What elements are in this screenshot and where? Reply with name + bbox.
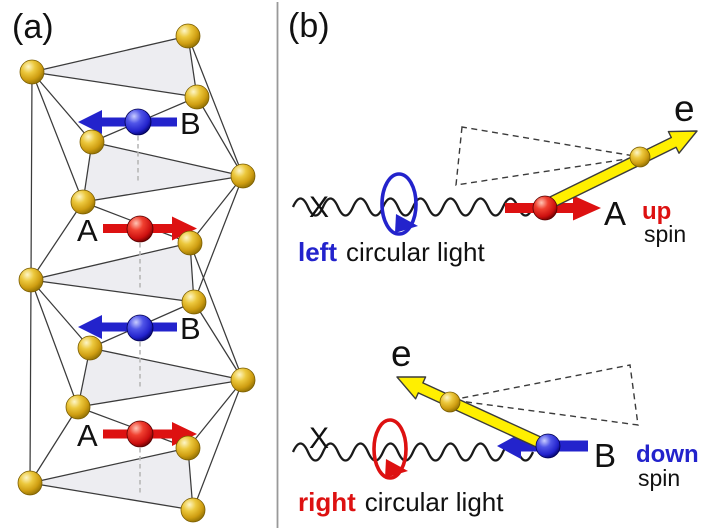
gold-atom [439, 391, 461, 413]
tetrahedron-face [83, 142, 243, 202]
spin-down-label: down [636, 441, 699, 468]
photoelectron-arrow [548, 130, 698, 208]
light-helicity-word: right [298, 487, 356, 517]
gold-atom [175, 23, 201, 49]
site-a-label: A [77, 418, 98, 453]
light-helicity-word: left [298, 237, 337, 267]
site-b-atom [126, 314, 154, 342]
tetrahedron-face [32, 36, 197, 97]
gold-atom [230, 163, 256, 189]
site-a-atom [126, 420, 154, 448]
panel-b: (b) X A up spin e left circular light X [288, 7, 699, 517]
site-a-atom [126, 215, 154, 243]
gold-atom [230, 367, 256, 393]
gold-atom [70, 189, 96, 215]
right-circular-polarization-icon [372, 418, 408, 480]
tetrahedron-face [31, 243, 194, 302]
left-circular-polarization-icon [380, 172, 418, 236]
crystal-chain: B A B A [17, 23, 256, 523]
dashed-tetrahedron-outline [451, 364, 639, 426]
gold-atom [79, 129, 105, 155]
gold-atom [77, 335, 103, 361]
gold-atom [17, 470, 43, 496]
xray-label: X [309, 191, 329, 224]
tetrahedron-face [30, 448, 193, 510]
xray-label: X [309, 422, 329, 455]
spin-up-label: up [642, 198, 671, 225]
photoelectron-arrow [396, 376, 548, 451]
gold-atom [65, 394, 91, 420]
left-circular-arrowhead-icon [395, 214, 418, 233]
dashed-tetrahedron-outline [455, 126, 641, 186]
gold-atom [177, 230, 203, 256]
panel-b-label: (b) [288, 7, 330, 45]
panel-a: (a) [12, 8, 256, 523]
light-caption: left circular light [298, 237, 485, 267]
site-b-label: B [594, 437, 616, 474]
site-b-atom [124, 108, 152, 136]
gold-atom [180, 497, 206, 523]
light-caption-rest: circular light [346, 237, 485, 267]
site-a-label: A [604, 195, 626, 232]
left-light-process: X A up spin e left circular light [291, 88, 698, 267]
light-caption-rest: circular light [365, 487, 504, 517]
electron-label: e [391, 333, 412, 374]
gold-atom [181, 289, 207, 315]
site-b-label: B [180, 311, 201, 346]
site-a-label: A [77, 213, 98, 248]
gold-atom [19, 59, 45, 85]
light-caption: right circular light [298, 487, 504, 517]
gold-atom [18, 267, 44, 293]
right-light-process: X B down spin e right circular light [291, 333, 699, 517]
photon-wave [291, 442, 535, 462]
spin-word: spin [638, 465, 680, 491]
electron-label: e [674, 88, 695, 129]
panel-a-label: (a) [12, 8, 54, 46]
site-a-atom [532, 195, 558, 221]
spin-word: spin [644, 221, 686, 247]
chain-axis-dashes [137, 128, 141, 493]
site-b-atom [535, 433, 561, 459]
right-circular-arrowhead-icon [385, 459, 408, 478]
tetrahedron-face [78, 348, 243, 407]
gold-atom [184, 84, 210, 110]
gold-atom [629, 146, 651, 168]
site-b-label: B [180, 106, 201, 141]
gold-atom [175, 435, 201, 461]
photon-wave [291, 197, 535, 217]
